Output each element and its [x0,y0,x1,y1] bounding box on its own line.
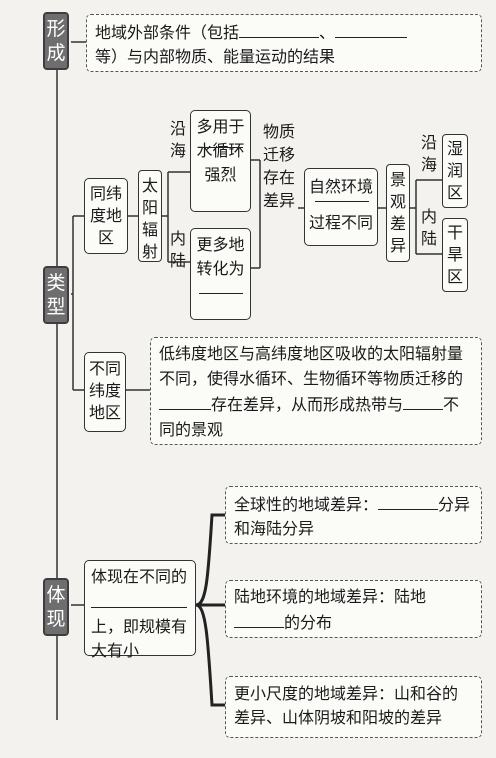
formation-text-2: 等）与内部物质、能量运动的结果 [95,47,336,66]
land-text-a: 陆地环境的地域差异：陆地 [234,587,427,606]
different-latitude-box: 不同 纬度 地区 [84,352,126,432]
formation-box: 地域外部条件（包括 、 等）与内部物质、能量运动的结果 [86,14,482,72]
scale-difference-box: 体现在不同的上，即规模有大有小 [84,560,196,660]
land-blank [234,609,284,628]
inland-box: 更多地 转化为 [190,228,251,320]
coastal-box-text: 多用于 水循环 强烈 [196,117,245,184]
natural-environment-line2: 过程不同 [309,213,374,232]
types-category-label: 类 型 [43,266,69,324]
formation-separator: 、 [319,23,336,42]
diff-latitude-text-c: 不同的景观 [159,395,460,439]
scale-text-a: 体现在不同的 [91,567,188,586]
coastal-box: 多用于 水循环 强烈 [190,110,251,212]
diff-latitude-text-b: 存在差异，从而形成热带与 [211,395,404,414]
small-scale-difference-box: 更小尺度的地域差异：山和谷的差异、山体阴坡和阳坡的差异 [225,676,482,738]
formation-text-1: 地域外部条件（包括 [95,23,240,42]
humid-zone-box: 湿 润 区 [442,134,468,208]
land-text-b: 的分布 [284,613,333,632]
global-text-a: 全球性的地域差异： [234,495,379,514]
global-difference-box: 全球性的地域差异：分异和海陆分异 [225,486,482,544]
coastal-label-2: 沿 海 [420,133,437,174]
manifestation-category-label: 体 现 [43,578,69,636]
natural-environment-blank [315,201,369,202]
scale-blank [91,589,187,608]
diff-latitude-text-a: 低纬度地区与高纬度地区吸收的太阳辐射量不同，使得水循环、生物循环等物质迁移的 [159,344,464,388]
diff-latitude-blank-1 [159,391,211,410]
coastal-blank [199,147,243,148]
inland-blank [199,293,243,294]
formation-blank-2 [335,19,408,38]
natural-environment-box: 自然环境 过程不同 [304,168,378,246]
coastal-label: 沿 海 [169,119,186,160]
scale-text-b: 上，即规模有大有小 [91,617,188,660]
different-latitude-text-box: 低纬度地区与高纬度地区吸收的太阳辐射量不同，使得水循环、生物循环等物质迁移的存在… [150,337,482,445]
inland-box-text: 更多地 转化为 [196,235,245,278]
landscape-difference-box: 景观 差异 [386,164,410,262]
formation-blank-1 [239,19,320,38]
material-migration-text: 物质 迁移 存在 差异 [262,122,295,210]
arid-zone-box: 干 旱 区 [442,218,468,292]
inland-label-2: 内 陆 [420,207,437,248]
solar-radiation-box: 太阳 辐射 [138,170,162,262]
formation-category-label: 形 成 [43,12,69,70]
inland-label: 内 陆 [169,229,186,270]
same-latitude-box: 同纬 度地 区 [84,178,128,254]
land-difference-box: 陆地环境的地域差异：陆地的分布 [225,580,482,638]
diff-latitude-blank-2 [403,391,444,410]
global-text-b: 分异和海陆分异 [234,495,471,538]
global-blank [378,491,439,510]
natural-environment-line1: 自然环境 [309,177,374,196]
